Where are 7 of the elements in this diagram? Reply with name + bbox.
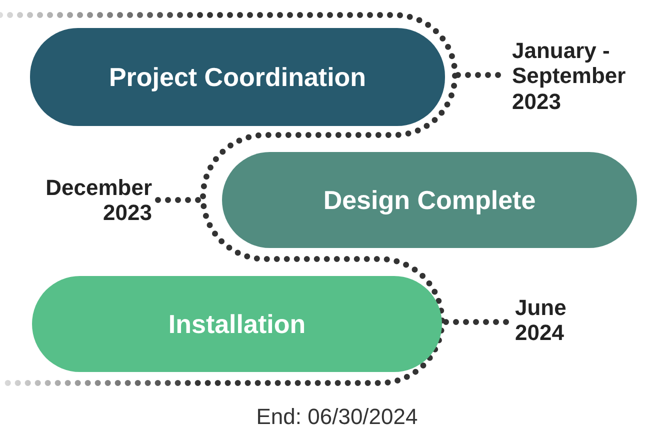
date-label: December 2023 (44, 175, 152, 226)
phase-pill: Installation (32, 276, 442, 372)
date-label: January - September 2023 (512, 38, 627, 114)
phase-pill: Design Complete (222, 152, 637, 248)
phase-pill: Project Coordination (30, 28, 445, 126)
date-label: June 2024 (515, 295, 568, 346)
end-date-note: End: 06/30/2024 (255, 404, 419, 430)
